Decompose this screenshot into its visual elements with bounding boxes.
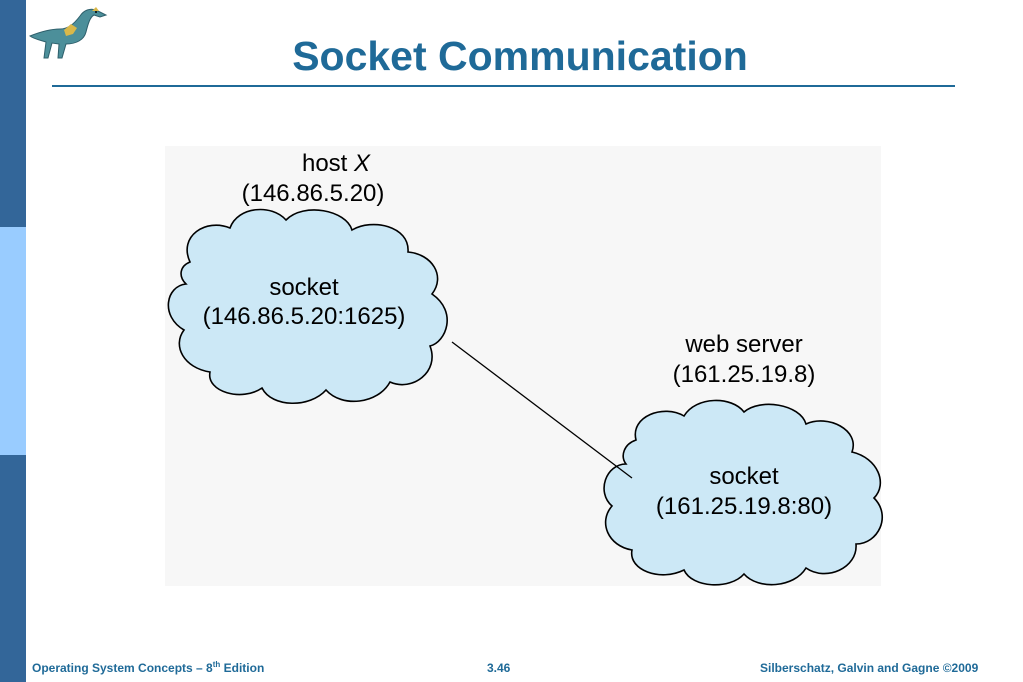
footer-copyright: Silberschatz, Galvin and Gagne ©2009 [760, 661, 979, 675]
host-label: host X [302, 150, 371, 177]
title-divider [52, 85, 955, 87]
dinosaur-icon [28, 7, 108, 59]
server-address: (161.25.19.8) [673, 361, 816, 388]
server-socket-label: socket [709, 463, 779, 490]
slide-title: Socket Communication [292, 33, 748, 79]
sidebar-stripe-top [0, 0, 26, 227]
socket-connection-line [451, 341, 633, 479]
sidebar-stripe-middle [0, 227, 26, 455]
server-cloud [603, 399, 884, 586]
server-label: web server [684, 331, 802, 358]
server-socket-address: (161.25.19.8:80) [656, 493, 832, 520]
sidebar-stripe-bottom [0, 455, 26, 682]
host-socket-address: (146.86.5.20:1625) [203, 303, 406, 330]
host-socket-label: socket [269, 274, 339, 301]
host-address: (146.86.5.20) [242, 180, 385, 207]
footer-book-title: Operating System Concepts – 8th Edition [32, 660, 265, 676]
host-cloud [167, 208, 448, 405]
footer-page-number: 3.46 [487, 661, 511, 675]
